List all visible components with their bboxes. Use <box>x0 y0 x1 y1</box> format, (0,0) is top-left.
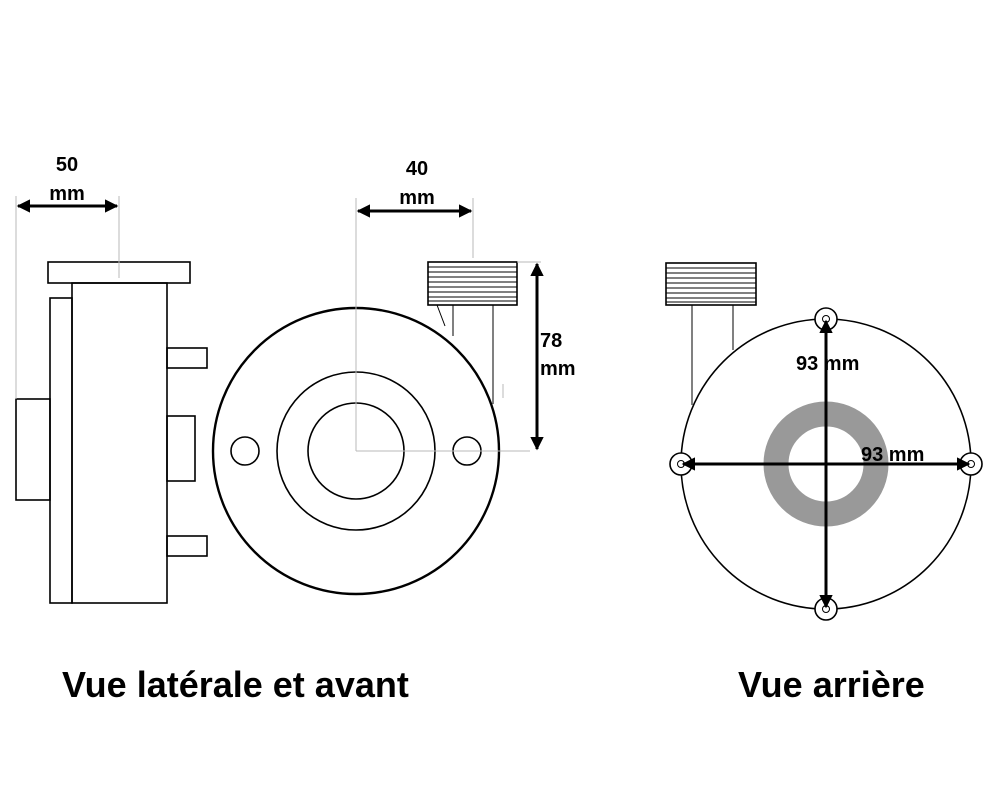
side-view-back-plate <box>49 297 73 604</box>
front-offset-value: 40 <box>406 158 428 180</box>
caption-side-front-view: Vue latérale et avant <box>62 664 409 705</box>
side-view-lower-pin <box>166 535 208 557</box>
side-width-unit: mm <box>49 183 85 205</box>
front-height-value: 78 <box>540 330 562 352</box>
back-view: 93 mm 93 mm <box>665 262 983 621</box>
side-view-middle-block <box>166 415 196 482</box>
back-connector-block <box>665 262 757 306</box>
front-view-left-hole <box>230 436 260 466</box>
side-view: 50 mm <box>15 154 208 604</box>
back-connector-ribs <box>666 267 756 303</box>
side-view-upper-pin <box>166 347 208 369</box>
front-connector-ribs <box>428 266 517 302</box>
back-horizontal-label: 93 mm <box>861 444 924 466</box>
side-width-value: 50 <box>56 154 78 176</box>
caption-back-view: Vue arrière <box>738 664 925 705</box>
front-view: 40 mm 78 mm <box>211 158 576 596</box>
front-connector-block <box>427 261 518 306</box>
front-view-cable-connector <box>427 261 518 404</box>
side-view-rear-boss <box>15 398 51 501</box>
front-offset-unit: mm <box>399 187 435 209</box>
back-view-cable-connector <box>665 262 757 405</box>
side-view-body <box>71 282 168 604</box>
back-vertical-label: 93 mm <box>796 353 859 375</box>
front-height-unit: mm <box>540 358 576 380</box>
front-connector-wire-a <box>436 304 446 327</box>
